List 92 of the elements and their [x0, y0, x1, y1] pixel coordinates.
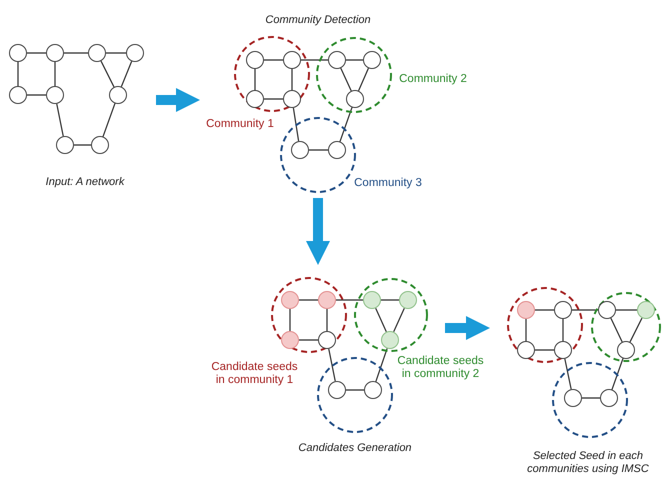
graph-node — [246, 90, 264, 108]
graph-node — [364, 381, 382, 399]
seed-node — [399, 291, 417, 309]
graph-edge — [309, 149, 328, 151]
graph-edge — [54, 62, 56, 86]
graph-edge — [629, 318, 643, 342]
graph-edge — [17, 62, 19, 86]
graph-edge — [340, 68, 352, 92]
panel-caption: Input: A network — [44, 176, 126, 189]
graph-node — [363, 51, 381, 69]
community-label: Community 1 — [205, 118, 275, 131]
panel-caption: Community Detection — [264, 14, 372, 27]
community-label: Community 2 — [398, 73, 468, 86]
graph-node — [126, 44, 144, 62]
graph-edge — [299, 339, 318, 341]
graph-edge — [120, 61, 132, 87]
community-label: Candidate seeds in community 2 — [396, 355, 485, 381]
seed-node — [281, 331, 299, 349]
graph-node — [318, 331, 336, 349]
graph-edge — [346, 389, 364, 391]
panel-caption: Selected Seed in each communities using IMSC — [527, 450, 649, 476]
graph-node — [328, 51, 346, 69]
graph-edge — [328, 348, 336, 382]
graph-node — [564, 389, 582, 407]
graph-node — [291, 141, 309, 159]
seed-node — [318, 291, 336, 309]
block-arrow — [156, 88, 200, 112]
seed-node — [281, 291, 299, 309]
graph-edge — [375, 348, 388, 382]
graph-edge — [535, 349, 554, 351]
graph-edge — [74, 144, 91, 146]
graph-node — [328, 381, 346, 399]
graph-node — [56, 136, 74, 154]
graph-edge — [375, 308, 387, 332]
graph-edge — [616, 309, 637, 311]
seed-node — [637, 301, 655, 319]
graph-edge — [339, 107, 353, 142]
graph-edge — [393, 308, 405, 332]
graph-edge — [100, 60, 115, 88]
graph-node — [283, 90, 301, 108]
graph-edge — [572, 309, 598, 311]
graph-node — [598, 301, 616, 319]
graph-edge — [564, 358, 572, 390]
graph-node — [346, 90, 364, 108]
graph-edge — [535, 309, 554, 311]
graph-node — [554, 301, 572, 319]
block-arrow — [306, 198, 330, 265]
graph-edge — [610, 318, 623, 342]
graph-edge — [264, 59, 283, 61]
graph-edge — [291, 69, 293, 90]
graph-node — [554, 341, 572, 359]
graph-node — [328, 141, 346, 159]
graph-edge — [289, 309, 291, 331]
graph-edge — [346, 59, 363, 61]
graph-edge — [56, 104, 64, 136]
graph-edge — [27, 52, 46, 54]
graph-node — [46, 44, 64, 62]
block-arrow — [445, 316, 490, 340]
seed-node — [517, 301, 535, 319]
graph-edge — [381, 299, 399, 301]
graph-node — [109, 86, 127, 104]
graph-node — [9, 44, 27, 62]
seed-node — [381, 331, 399, 349]
graph-node — [246, 51, 264, 69]
graph-edge — [326, 309, 328, 331]
graph-node — [88, 44, 106, 62]
community-label: Community 3 — [353, 177, 423, 190]
graph-edge — [264, 98, 283, 100]
graph-edge — [358, 68, 369, 91]
graph-edge — [611, 358, 624, 390]
graph-node — [283, 51, 301, 69]
graph-edge — [27, 94, 46, 96]
graph-edge — [292, 108, 300, 142]
community-label: Candidate seeds in community 1 — [210, 361, 299, 387]
graph-node — [9, 86, 27, 104]
graph-edge — [562, 319, 564, 341]
seed-node — [363, 291, 381, 309]
graph-edge — [102, 103, 116, 137]
graph-edge — [299, 299, 318, 301]
graph-edge — [64, 52, 88, 54]
graph-edge — [106, 52, 126, 54]
graph-edge — [582, 397, 600, 399]
graph-edge — [301, 59, 328, 61]
graph-edge — [254, 69, 256, 90]
graph-node — [600, 389, 618, 407]
graph-node — [517, 341, 535, 359]
graph-node — [617, 341, 635, 359]
graph-node — [91, 136, 109, 154]
graph-node — [46, 86, 64, 104]
graph-edge — [525, 319, 527, 341]
panel-caption: Candidates Generation — [297, 442, 413, 455]
graph-edge — [336, 299, 363, 301]
